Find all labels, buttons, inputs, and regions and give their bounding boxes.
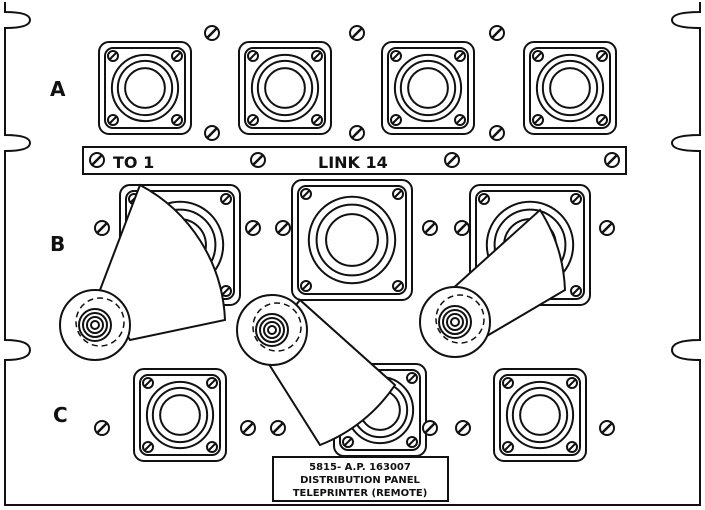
- mounting-screw: [300, 280, 312, 292]
- panel-screw: [489, 25, 505, 41]
- link-strip: [82, 146, 627, 175]
- panel-screw: [94, 420, 110, 436]
- nameplate-line2: DISTRIBUTION PANEL: [300, 475, 420, 486]
- mounting-screw: [532, 114, 544, 126]
- dust-cover-left: [59, 183, 227, 361]
- mounting-screw: [454, 50, 466, 62]
- connector-c1: [133, 368, 227, 462]
- mounting-screw: [171, 114, 183, 126]
- mounting-screw: [566, 441, 578, 453]
- mounting-screw: [570, 285, 582, 297]
- connector-c3: [493, 368, 587, 462]
- panel-screw: [489, 125, 505, 141]
- connector-a3: [381, 41, 475, 135]
- mounting-screw: [406, 372, 418, 384]
- panel-screw: [204, 125, 220, 141]
- panel-screw: [349, 25, 365, 41]
- mounting-screw: [566, 377, 578, 389]
- nameplate: [272, 456, 449, 502]
- mounting-screw: [390, 114, 402, 126]
- row-label-a: A: [50, 77, 66, 101]
- nameplate-line1: 5815- A.P. 163007: [309, 462, 411, 473]
- nameplate-line3: TELEPRINTER (REMOTE): [293, 488, 428, 499]
- mounting-screw: [206, 377, 218, 389]
- panel-screw: [275, 220, 291, 236]
- link-strip-center-text: LINK 14: [318, 153, 388, 172]
- dust-cover-right: [419, 208, 567, 358]
- mounting-screw: [342, 436, 354, 448]
- panel-screw: [599, 420, 615, 436]
- panel-screw: [454, 220, 470, 236]
- panel-screw: [240, 420, 256, 436]
- mounting-screw: [142, 377, 154, 389]
- panel-screw: [455, 420, 471, 436]
- panel-screw: [349, 125, 365, 141]
- dust-cover-center: [236, 294, 397, 447]
- mounting-screw: [406, 436, 418, 448]
- mounting-screw: [206, 441, 218, 453]
- mounting-screw: [532, 50, 544, 62]
- mounting-screw: [454, 114, 466, 126]
- row-label-c: C: [53, 403, 68, 427]
- link-strip-left-text: TO 1: [113, 153, 154, 172]
- mounting-screw: [596, 114, 608, 126]
- mounting-screw: [247, 114, 259, 126]
- mounting-screw: [392, 280, 404, 292]
- panel-screw: [94, 220, 110, 236]
- mounting-screw: [300, 188, 312, 200]
- panel-screw: [204, 25, 220, 41]
- connector-a2: [238, 41, 332, 135]
- panel-screw: [270, 420, 286, 436]
- panel-screw: [599, 220, 615, 236]
- mounting-screw: [311, 114, 323, 126]
- mounting-screw: [107, 50, 119, 62]
- mounting-screw: [502, 377, 514, 389]
- connector-a1: [98, 41, 192, 135]
- panel-screw: [422, 220, 438, 236]
- mounting-screw: [247, 50, 259, 62]
- panel-outline: [4, 2, 701, 506]
- mounting-screw: [596, 50, 608, 62]
- mounting-screw: [171, 50, 183, 62]
- panel-screw: [250, 152, 266, 168]
- mounting-screw: [392, 188, 404, 200]
- panel-screw: [422, 420, 438, 436]
- panel-screw: [604, 152, 620, 168]
- connector-b2: [291, 179, 413, 301]
- mounting-screw: [142, 441, 154, 453]
- mounting-screw: [478, 193, 490, 205]
- mounting-screw: [220, 193, 232, 205]
- mounting-screw: [390, 50, 402, 62]
- panel-screw: [245, 220, 261, 236]
- mounting-screw: [107, 114, 119, 126]
- mounting-screw: [311, 50, 323, 62]
- mounting-screw: [570, 193, 582, 205]
- panel-screw: [444, 152, 460, 168]
- panel-screw: [89, 152, 105, 168]
- row-label-b: B: [50, 232, 65, 256]
- connector-a4: [523, 41, 617, 135]
- mounting-screw: [502, 441, 514, 453]
